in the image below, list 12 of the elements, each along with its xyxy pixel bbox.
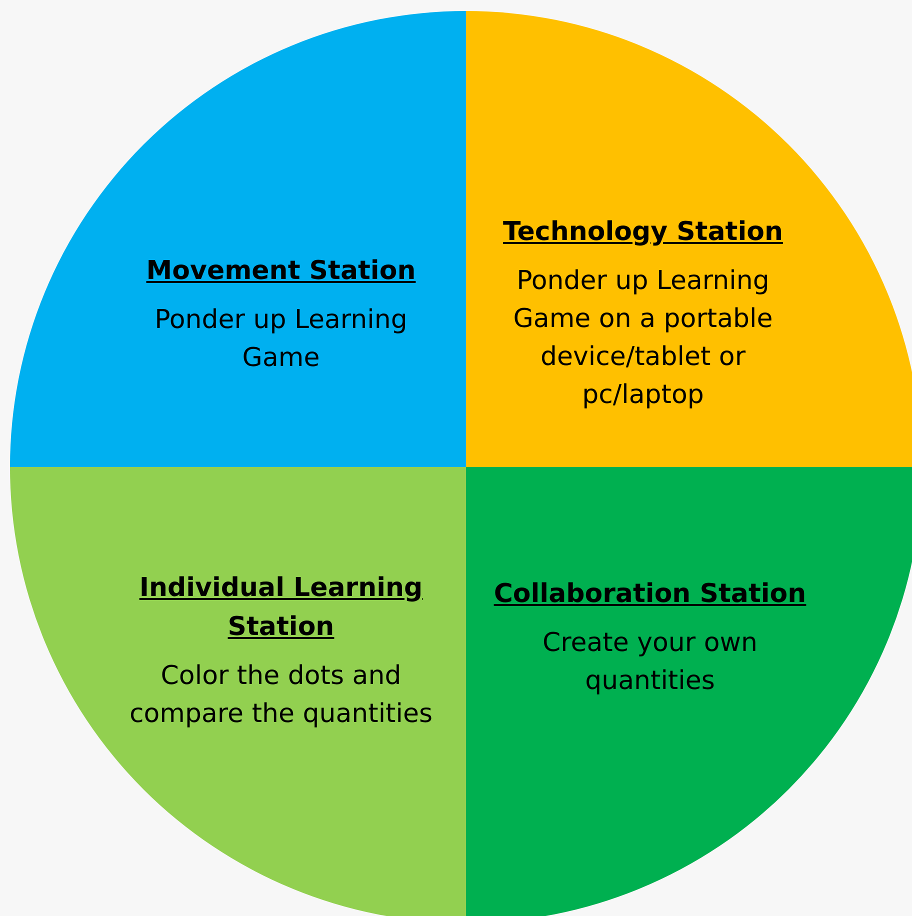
station-description: Ponder up Learning Game — [154, 304, 408, 375]
quadrant-sector — [10, 467, 466, 916]
station-description: Ponder up Learning Game on a portable device/tablet or pc/laptop — [512, 265, 774, 412]
quadrant-sector — [466, 467, 912, 916]
station-heading: Collaboration Station — [492, 578, 808, 611]
station-description: Create your own quantities — [541, 627, 759, 698]
station-heading: Movement Station — [145, 255, 417, 288]
quadrant-sector — [10, 11, 466, 467]
station-heading: Individual Learning Station — [138, 572, 424, 644]
quadrant-sector — [466, 11, 912, 467]
station-description: Color the dots and compare the quantities — [128, 660, 434, 731]
station-heading: Technology Station — [502, 216, 784, 249]
